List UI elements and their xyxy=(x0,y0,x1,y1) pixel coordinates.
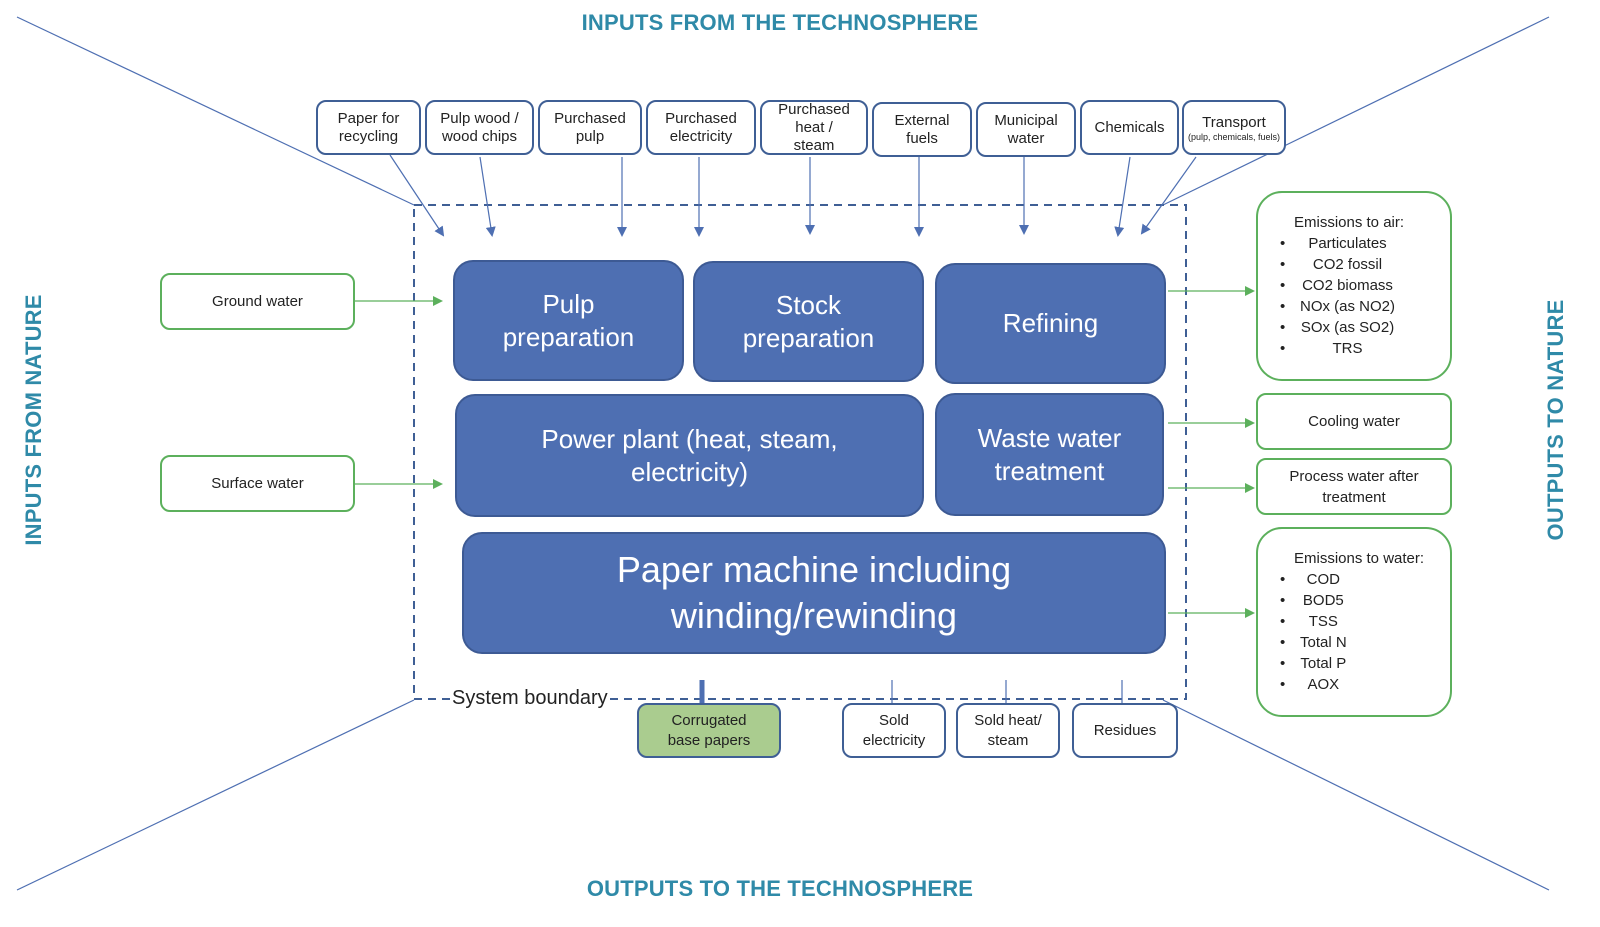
process-label: Paper machine including xyxy=(616,549,1012,590)
output-sold-heat-steam: Sold heat/ steam xyxy=(956,703,1060,758)
process-label: electricity) xyxy=(630,456,748,487)
input-pulp-wood: Pulp wood / wood chips xyxy=(425,100,534,155)
process-label: preparation xyxy=(502,321,635,352)
list-item: AOX xyxy=(1280,674,1347,695)
output-label: Residues xyxy=(1093,721,1157,739)
input-surface-water: Surface water xyxy=(160,455,355,512)
emissions-air-title: Emissions to air: xyxy=(1294,213,1405,231)
input-label: Pulp wood / xyxy=(440,109,519,127)
list-item: SOx (as SO2) xyxy=(1280,317,1395,338)
list-item: CO2 fossil xyxy=(1280,254,1395,275)
input-label: Surface water xyxy=(211,475,304,492)
process-label: preparation xyxy=(742,322,875,353)
input-label: water xyxy=(1007,129,1045,147)
process-pulp-preparation: Pulp preparation xyxy=(453,260,684,381)
input-label: Purchased xyxy=(665,109,737,127)
heading-inputs-nature: INPUTS FROM NATURE xyxy=(21,294,46,546)
process-label: Refining xyxy=(1002,308,1099,338)
input-label: electricity xyxy=(669,127,733,145)
process-label: Stock xyxy=(775,289,842,320)
heading-outputs-nature: OUTPUTS TO NATURE xyxy=(1543,299,1568,541)
process-waste-water-treatment: Waste water treatment xyxy=(935,393,1164,516)
output-label: Corrugated xyxy=(671,711,747,729)
process-paper-machine: Paper machine including winding/rewindin… xyxy=(462,532,1166,654)
input-purchased-heat-steam: Purchased heat / steam xyxy=(760,100,868,155)
output-label: base papers xyxy=(667,731,751,749)
corner-line-bottom-right xyxy=(1162,699,1550,891)
output-label: Cooling water xyxy=(1308,413,1400,430)
process-refining: Refining xyxy=(935,263,1166,384)
input-municipal-water: Municipal water xyxy=(976,102,1076,157)
input-label: Transport xyxy=(1202,113,1266,131)
output-label: Sold xyxy=(878,711,910,729)
input-purchased-electricity: Purchased electricity xyxy=(646,100,756,155)
list-item: COD xyxy=(1280,569,1347,590)
list-item: TSS xyxy=(1280,611,1347,632)
output-sold-electricity: Sold electricity xyxy=(842,703,946,758)
corner-line-top-left xyxy=(16,16,415,206)
emissions-water-list: COD BOD5 TSS Total N Total P AOX xyxy=(1280,569,1347,695)
input-label: fuels xyxy=(906,129,938,147)
process-label: winding/rewinding xyxy=(670,595,958,636)
output-label: treatment xyxy=(1322,488,1386,506)
emissions-water-title: Emissions to water: xyxy=(1294,549,1425,567)
heading-outputs-technosphere: OUTPUTS TO THE TECHNOSPHERE xyxy=(586,876,974,901)
input-external-fuels: External fuels xyxy=(872,102,972,157)
corner-line-bottom-left xyxy=(16,699,415,891)
corner-line-top-right xyxy=(1162,16,1550,206)
input-note: (pulp, chemicals, fuels) xyxy=(1187,131,1281,142)
system-boundary xyxy=(413,204,1187,700)
input-label: Paper for xyxy=(337,109,400,127)
process-power-plant: Power plant (heat, steam, electricity) xyxy=(455,394,924,517)
output-corrugated-base-papers: Corrugated base papers xyxy=(637,703,781,758)
input-paper-for-recycling: Paper for recycling xyxy=(316,100,421,155)
input-label: Municipal xyxy=(994,111,1058,129)
input-purchased-pulp: Purchased pulp xyxy=(538,100,642,155)
system-boundary-label: System boundary xyxy=(450,687,610,710)
input-label: steam xyxy=(793,136,835,154)
process-label: treatment xyxy=(994,455,1105,486)
input-transport: Transport (pulp, chemicals, fuels) xyxy=(1182,100,1286,155)
input-label: heat / xyxy=(795,118,833,136)
list-item: Total P xyxy=(1280,653,1347,674)
input-label: recycling xyxy=(338,127,399,145)
process-label: Power plant (heat, steam, xyxy=(541,423,838,454)
output-residues: Residues xyxy=(1072,703,1178,758)
process-stock-preparation: Stock preparation xyxy=(693,261,924,382)
output-label: steam xyxy=(987,731,1029,749)
input-label: Purchased xyxy=(778,100,850,118)
output-label: Sold heat/ xyxy=(974,711,1042,729)
input-label: Ground water xyxy=(212,293,303,310)
list-item: NOx (as NO2) xyxy=(1280,296,1395,317)
input-chemicals: Chemicals xyxy=(1080,100,1179,155)
process-label: Waste water xyxy=(977,422,1122,453)
list-item: BOD5 xyxy=(1280,590,1347,611)
input-label: wood chips xyxy=(441,127,518,145)
input-label: External xyxy=(894,111,950,129)
output-cooling-water: Cooling water xyxy=(1256,393,1452,450)
output-emissions-to-air: Emissions to air: Particulates CO2 fossi… xyxy=(1256,191,1452,381)
emissions-air-list: Particulates CO2 fossil CO2 biomass NOx … xyxy=(1280,233,1395,359)
list-item: Total N xyxy=(1280,632,1347,653)
process-label: Pulp xyxy=(542,288,595,319)
list-item: TRS xyxy=(1280,338,1395,359)
list-item: Particulates xyxy=(1280,233,1395,254)
heading-inputs-technosphere: INPUTS FROM THE TECHNOSPHERE xyxy=(581,10,979,35)
output-process-water: Process water after treatment xyxy=(1256,458,1452,515)
input-label: Purchased xyxy=(554,109,626,127)
input-label: Chemicals xyxy=(1094,118,1165,136)
output-label: Process water after xyxy=(1289,467,1419,485)
output-label: electricity xyxy=(862,731,926,749)
list-item: CO2 biomass xyxy=(1280,275,1395,296)
input-ground-water: Ground water xyxy=(160,273,355,330)
input-label: pulp xyxy=(575,127,605,145)
output-emissions-to-water: Emissions to water: COD BOD5 TSS Total N… xyxy=(1256,527,1452,717)
